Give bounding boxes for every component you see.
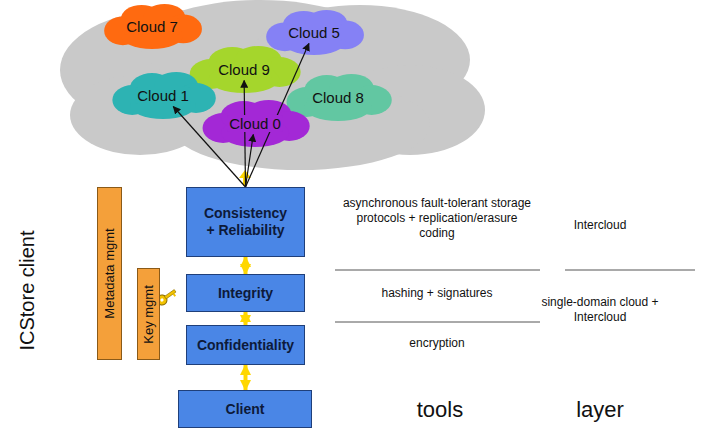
- cloud-name: Cloud 7: [124, 18, 180, 35]
- column-heading: layer: [576, 396, 624, 424]
- column-heading: tools: [417, 396, 463, 424]
- cloud-shape: Cloud 0: [198, 98, 312, 148]
- cloud-shape: Cloud 1: [108, 70, 218, 120]
- layer-name: Client: [226, 401, 265, 418]
- layer-note: Intercloud: [574, 218, 627, 233]
- layer-name: Confidentiality: [197, 337, 294, 354]
- tool-note: asynchronous fault-tolerant storage prot…: [342, 196, 532, 241]
- component-title: ICStore client: [15, 230, 40, 350]
- cloud-name: Cloud 1: [135, 87, 191, 104]
- cloud-shape: Cloud 8: [282, 72, 394, 122]
- cloud-shape: Cloud 9: [185, 44, 303, 94]
- layer-note: single-domain cloud + Intercloud: [540, 295, 660, 325]
- tool-note: encryption: [409, 336, 464, 351]
- cloud-shape: Cloud 5: [262, 8, 366, 56]
- intercloud-cloud: [60, 0, 485, 170]
- layer-name: Consistency + Reliability: [203, 205, 289, 239]
- layer-link: [244, 365, 248, 390]
- module-name: Metadata mgmt: [102, 228, 117, 318]
- cloud-name: Cloud 9: [216, 61, 272, 78]
- cloud-link: [244, 81, 245, 188]
- layer-link: [244, 312, 248, 325]
- cloud-name: Cloud 5: [286, 24, 342, 41]
- layer-name: Integrity: [218, 285, 273, 302]
- process-box: Client: [178, 390, 312, 428]
- cloud-shape: Cloud 7: [100, 2, 204, 50]
- process-box: Confidentiality: [186, 325, 305, 365]
- process-box: Consistency + Reliability: [186, 187, 305, 257]
- module-name: Key mgmt: [141, 285, 156, 344]
- process-box: Integrity: [186, 274, 305, 312]
- cloud-name: Cloud 0: [227, 115, 283, 132]
- cloud-name: Cloud 8: [310, 89, 366, 106]
- tool-note: hashing + signatures: [381, 286, 492, 301]
- layer-link: [244, 257, 248, 274]
- management-bar: Metadata mgmt: [97, 187, 122, 360]
- management-bar: Key mgmt: [137, 268, 160, 360]
